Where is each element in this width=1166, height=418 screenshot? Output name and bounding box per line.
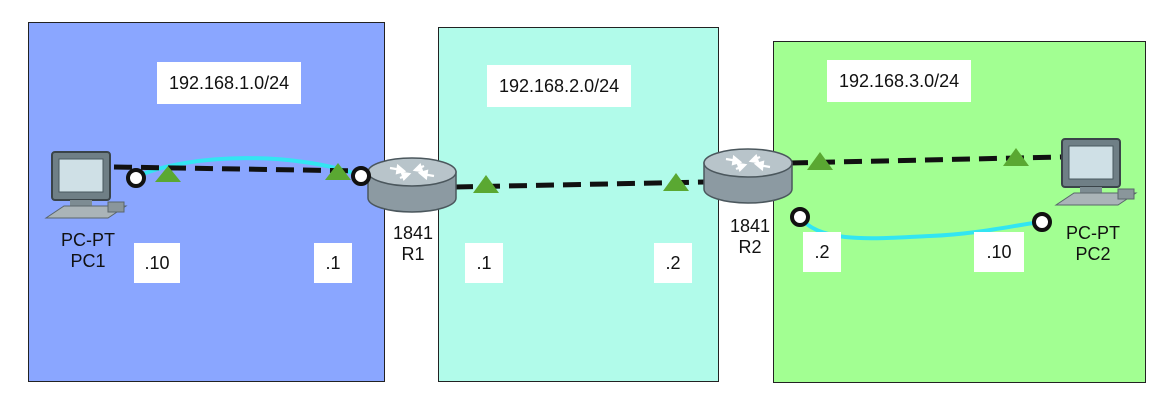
device-name: R1 [401,244,425,264]
pc-icon[interactable] [44,151,128,219]
console-port-endpoint [351,166,371,186]
interface-ip-label: .2 [654,243,692,283]
network-address-label: 192.168.2.0/24 [487,65,632,107]
device-label-r2: 1841 R2 [725,216,775,258]
device-name: R2 [738,237,762,257]
interface-ip-label: .10 [134,243,180,283]
network-address-label: 192.168.1.0/24 [157,62,302,104]
console-port-endpoint [790,207,810,227]
interface-ip-label: .1 [465,243,503,283]
router-icon[interactable] [367,157,457,213]
interface-ip-label: .2 [803,232,841,272]
device-name: PC2 [1075,244,1111,264]
interface-ip-label: .1 [314,243,352,283]
ethernet-link-r1-r2 [454,179,707,190]
device-model: 1841 [729,216,771,236]
link-up-indicator [473,175,499,193]
link-up-indicator [807,152,833,170]
network-address-label: 192.168.3.0/24 [827,60,972,102]
console-port-endpoint [126,168,146,188]
device-model: PC-PT [1066,223,1120,243]
device-model: PC-PT [61,230,115,250]
link-up-indicator [1003,148,1029,166]
pc-icon[interactable] [1054,138,1138,206]
ethernet-link-pc1-r1 [113,164,363,174]
link-up-indicator [663,173,689,191]
link-up-indicator [155,166,181,182]
console-port-endpoint [1032,212,1052,232]
device-label-r1: 1841 R1 [388,223,438,265]
interface-ip-label: .10 [974,232,1024,272]
device-label-pc1: PC-PT PC1 [48,230,128,272]
device-name: PC1 [70,251,106,271]
device-label-pc2: PC-PT PC2 [1053,223,1133,265]
device-model: 1841 [392,223,434,243]
router-icon[interactable] [703,148,793,204]
link-up-indicator [325,163,351,180]
